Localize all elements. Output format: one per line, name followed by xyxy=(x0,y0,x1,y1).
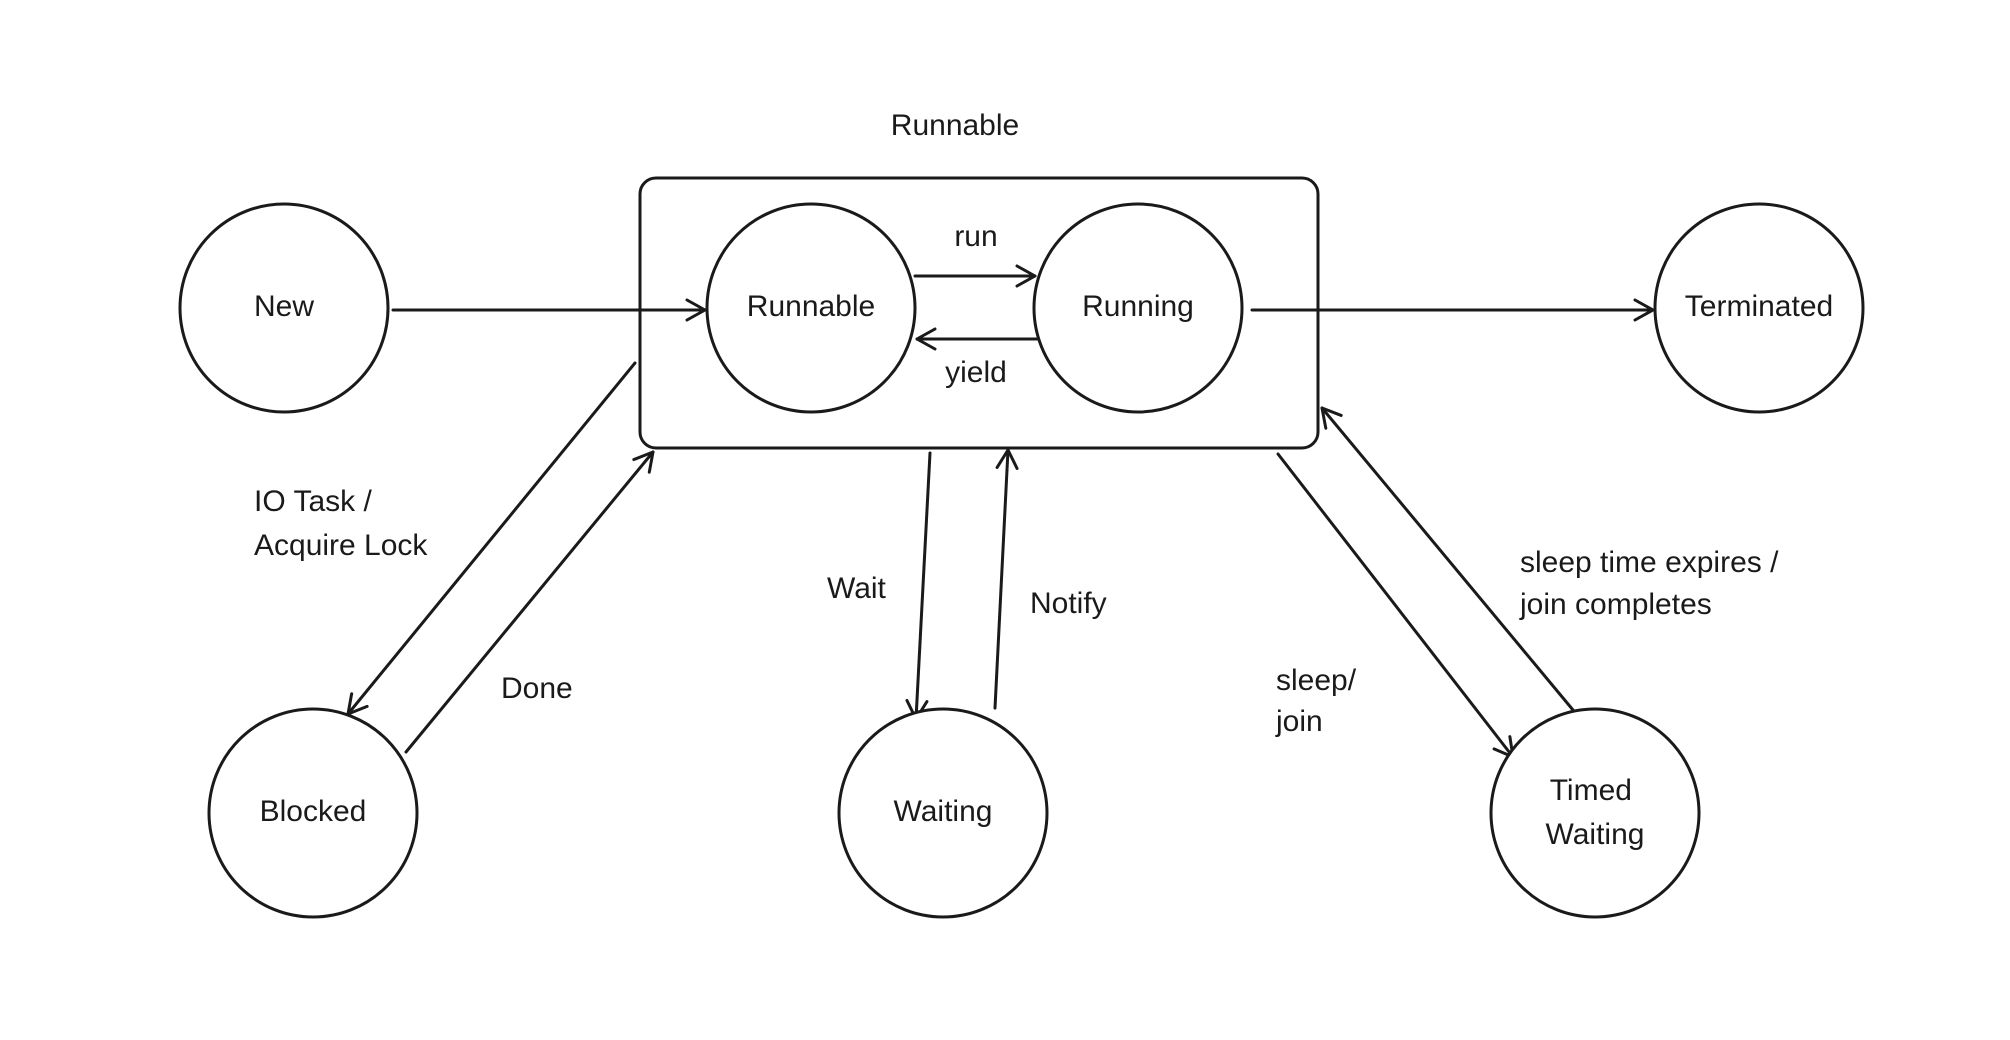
node-waiting-circle xyxy=(837,707,1049,919)
node-waiting: Waiting xyxy=(837,707,1049,919)
edge-label-sleep-expires: sleep time expires / join completes xyxy=(1519,546,1787,621)
node-runnable-circle xyxy=(705,202,917,414)
node-timed-waiting-circle xyxy=(1489,707,1701,919)
runnable-group-box xyxy=(638,176,1320,450)
runnable-group: Runnable xyxy=(638,109,1320,450)
edge-label-sleep-join: sleep/ join xyxy=(1275,664,1364,738)
node-terminated-label: Terminated xyxy=(1685,290,1833,323)
node-terminated-circle xyxy=(1653,202,1865,414)
node-new: New xyxy=(178,202,390,414)
edge-labels: run yield IO Task / Acquire Lock Done Wa… xyxy=(254,220,1787,738)
edge-label-notify: Notify xyxy=(1030,587,1107,620)
edge-label-run: run xyxy=(954,220,997,253)
node-timed-waiting-label: Timed Waiting xyxy=(1546,774,1645,851)
edge-notify xyxy=(993,448,1019,710)
node-terminated: Terminated xyxy=(1653,202,1865,414)
edges xyxy=(346,264,1655,759)
node-timed-waiting: Timed Waiting xyxy=(1489,707,1701,919)
runnable-group-title: Runnable xyxy=(891,109,1019,142)
edge-label-io-task: IO Task / Acquire Lock xyxy=(254,485,428,562)
edge-io-task xyxy=(346,361,637,716)
node-running: Running xyxy=(1032,202,1244,414)
node-runnable-label: Runnable xyxy=(747,290,875,323)
node-waiting-label: Waiting xyxy=(894,795,993,828)
edge-label-wait: Wait xyxy=(827,572,887,605)
node-new-label: New xyxy=(254,290,314,323)
node-blocked-circle xyxy=(207,707,419,919)
edge-done xyxy=(404,450,655,754)
node-running-label: Running xyxy=(1082,290,1194,323)
edge-sleep-join xyxy=(1276,452,1515,759)
edge-wait xyxy=(905,451,932,721)
node-blocked-label: Blocked xyxy=(260,795,367,828)
node-new-circle xyxy=(178,202,390,414)
edge-label-yield: yield xyxy=(945,356,1007,389)
edge-label-done: Done xyxy=(501,672,573,705)
node-runnable: Runnable xyxy=(705,202,917,414)
node-blocked: Blocked xyxy=(207,707,419,919)
edge-sleep-expires xyxy=(1320,406,1575,712)
node-running-circle xyxy=(1032,202,1244,414)
